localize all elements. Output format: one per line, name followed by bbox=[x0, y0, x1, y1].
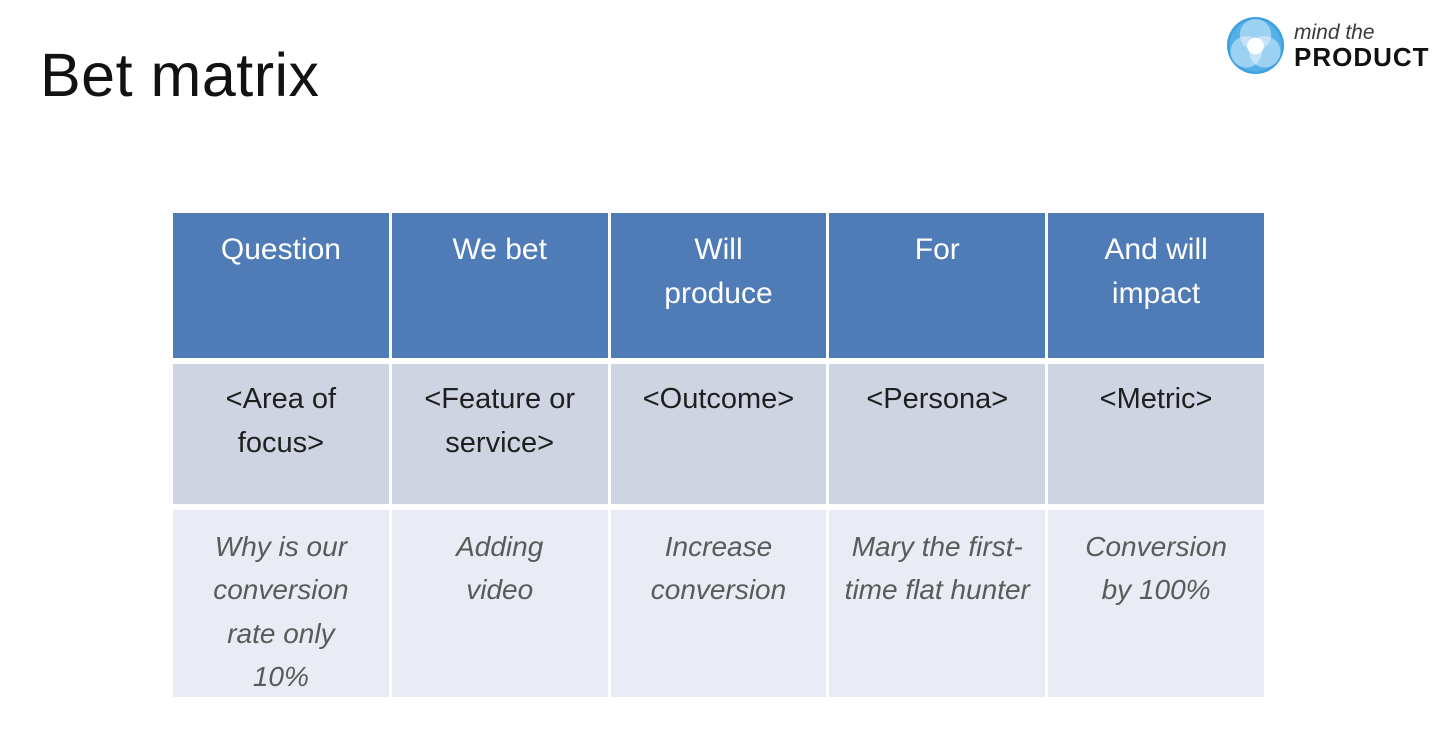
example-cell-will-produce: Increase conversion bbox=[610, 510, 827, 697]
cell-text: <Outcome> bbox=[642, 383, 795, 415]
header-label: For bbox=[914, 233, 960, 266]
header-cell-we-bet: We bet bbox=[391, 213, 608, 358]
placeholder-cell-metric: <Metric> bbox=[1048, 364, 1264, 504]
placeholder-cell-persona: <Persona> bbox=[829, 364, 1046, 504]
header-label: And will impact bbox=[1104, 233, 1208, 310]
example-cell-we-bet: Adding video bbox=[391, 510, 608, 697]
cell-text: <Persona> bbox=[866, 383, 1009, 415]
header-label: We bet bbox=[452, 233, 547, 266]
header-cell-and-will-impact: And will impact bbox=[1048, 213, 1264, 358]
header-label: Question bbox=[220, 233, 341, 266]
header-cell-will-produce: Will produce bbox=[610, 213, 827, 358]
page-title: Bet matrix bbox=[40, 41, 320, 109]
logo-text-product: PRODUCT bbox=[1294, 41, 1430, 72]
header-label: Will produce bbox=[664, 233, 773, 310]
cell-text: <Metric> bbox=[1099, 383, 1213, 415]
cell-text: Why is our conversion rate only 10% bbox=[213, 531, 349, 693]
header-cell-question: Question bbox=[173, 213, 389, 358]
cell-text: Mary the first-time flat hunter bbox=[844, 531, 1030, 606]
placeholder-cell-area-of-focus: <Area of focus> bbox=[173, 364, 389, 504]
mind-the-product-icon bbox=[1226, 16, 1285, 75]
logo-text-mind-the: mind the bbox=[1294, 20, 1375, 44]
cell-text: <Area of focus> bbox=[225, 383, 337, 459]
cell-text: Adding video bbox=[456, 531, 544, 606]
mind-the-product-logo: mind the PRODUCT bbox=[1226, 16, 1430, 75]
placeholder-cell-outcome: <Outcome> bbox=[610, 364, 827, 504]
example-cell-question: Why is our conversion rate only 10% bbox=[173, 510, 389, 697]
cell-text: Increase conversion bbox=[650, 531, 787, 606]
bet-matrix-table: Question We bet Will produce For And wil… bbox=[173, 213, 1264, 697]
placeholder-cell-feature-or-service: <Feature or service> bbox=[391, 364, 608, 504]
cell-text: <Feature or service> bbox=[424, 383, 576, 459]
header-cell-for: For bbox=[829, 213, 1046, 358]
logo-text: mind the PRODUCT bbox=[1294, 22, 1430, 70]
example-cell-for: Mary the first-time flat hunter bbox=[829, 510, 1046, 697]
cell-text: Conversion by 100% bbox=[1085, 531, 1227, 606]
example-cell-and-will-impact: Conversion by 100% bbox=[1048, 510, 1264, 697]
